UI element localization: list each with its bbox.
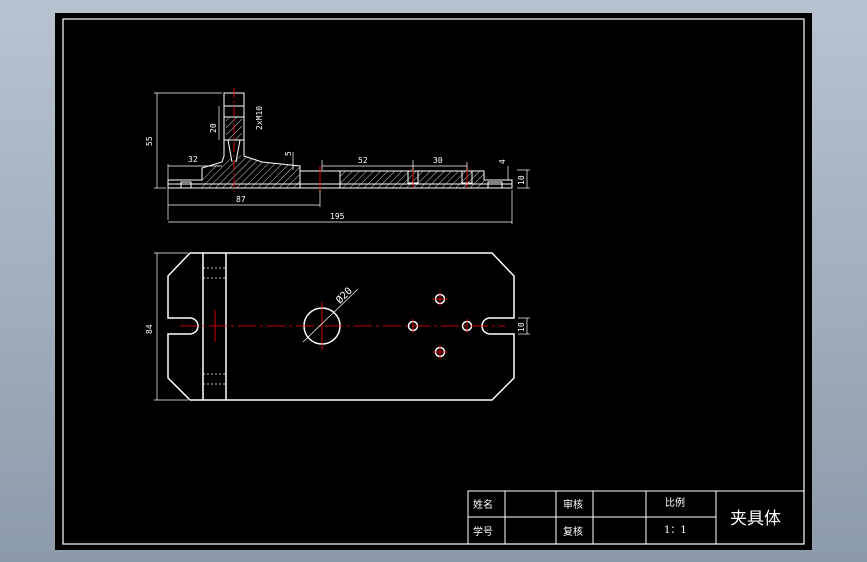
section-hatch-left [202, 155, 300, 188]
dim-center-distance: 87 [236, 195, 246, 204]
front-view [167, 92, 513, 189]
title-review-label: 审核 [563, 498, 583, 511]
drawing-frame [62, 18, 805, 545]
title-block [467, 490, 805, 545]
drawing-sheet [55, 13, 812, 550]
title-recheck-label: 复核 [563, 525, 583, 538]
top-centerlines [180, 292, 505, 359]
dim-spacing-1: 52 [358, 156, 368, 165]
part-outline-front [167, 92, 513, 189]
dim-slot-depth: 4 [498, 159, 507, 164]
title-scale-value: 1：1 [664, 525, 687, 536]
dim-thread-spec: 2xM10 [255, 106, 264, 130]
dim-width: 84 [145, 324, 154, 334]
front-dim-lines [154, 92, 530, 224]
dim-hole-depth: 20 [209, 123, 218, 133]
dim-left-offset: 32 [188, 155, 198, 164]
dim-step-height: 5 [284, 151, 293, 156]
part-outline-top [167, 252, 515, 401]
title-part-name: 夹具体 [730, 509, 781, 529]
title-name-label: 姓名 [473, 498, 493, 511]
dim-height-total: 55 [145, 136, 154, 146]
dim-base-thickness: 10 [517, 175, 526, 185]
dim-spacing-2: 30 [433, 156, 443, 165]
title-scale-label: 比例 [665, 496, 685, 509]
title-student-id-label: 学号 [473, 525, 493, 538]
dim-slot-width: 10 [517, 322, 526, 332]
dim-overall-length: 195 [330, 212, 345, 221]
top-dim-lines [154, 252, 530, 401]
